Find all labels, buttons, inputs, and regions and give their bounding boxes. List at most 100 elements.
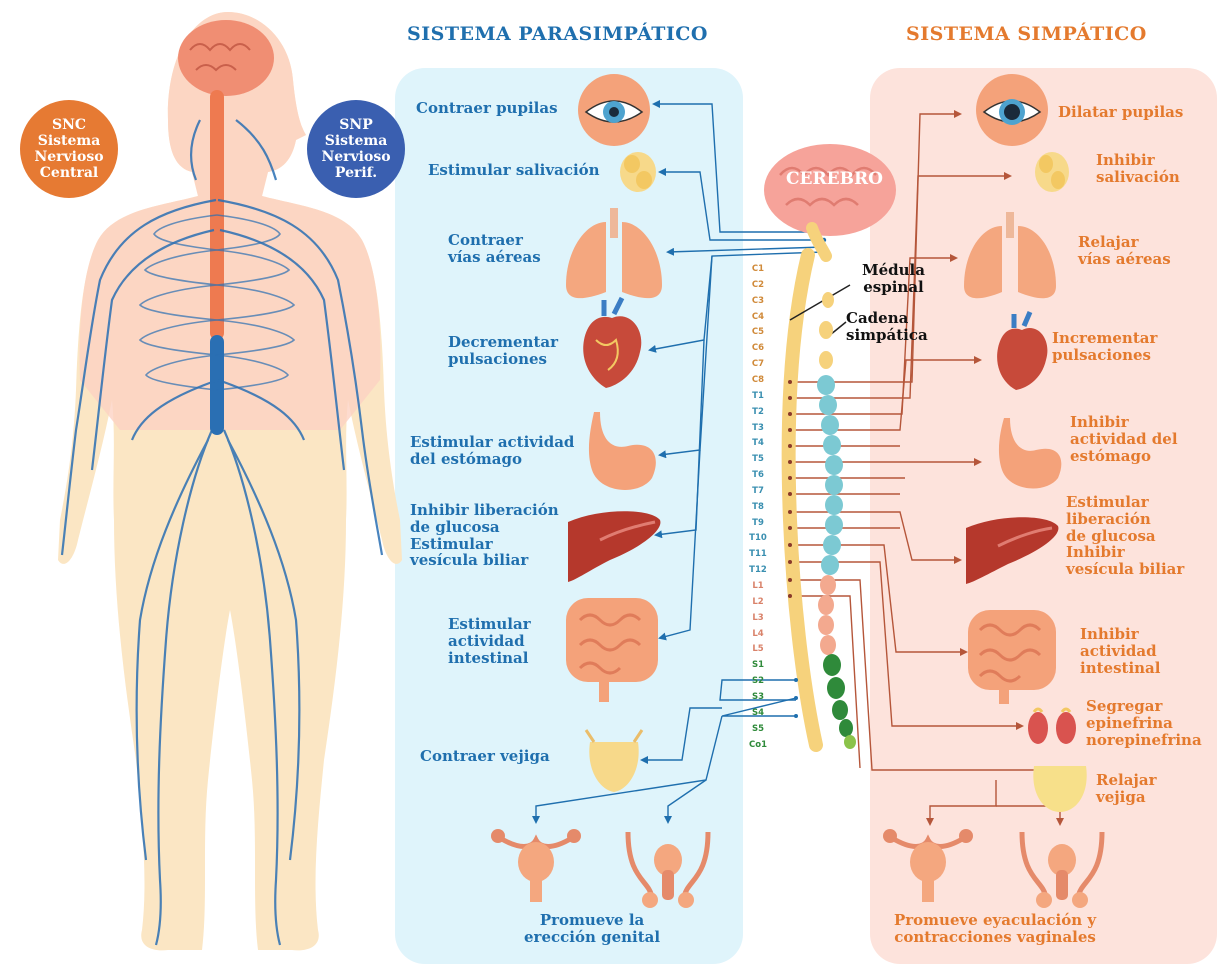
segment-label: T9 <box>748 518 768 528</box>
para-intestine-label: Estimular actividad intestinal <box>448 616 531 666</box>
para-saliva-label: Estimular salivación <box>428 162 600 179</box>
symp-liver-line: liberación <box>1066 511 1184 528</box>
symp-adrenal-line: Segregar <box>1086 698 1202 715</box>
para-liver-label: Inhibir liberación de glucosa Estimular … <box>410 502 559 569</box>
sympathetic-chain-label: Cadena simpática <box>846 310 928 344</box>
spinal-cord-label-line: espinal <box>862 279 925 296</box>
para-stomach-line: Estimular actividad <box>410 434 574 451</box>
sympathetic-chain-label-line: Cadena <box>846 310 928 327</box>
symp-stomach-line: Inhibir <box>1070 414 1178 431</box>
para-liver-line: vesícula biliar <box>410 552 559 569</box>
salivary-gland-icon-sympathetic <box>1035 152 1069 192</box>
para-heart-label: Decrementar pulsaciones <box>448 334 558 368</box>
snp-badge: SNP Sistema Nervioso Perif. <box>307 100 405 198</box>
symp-heart-line: Incrementar <box>1052 330 1157 347</box>
symp-heart-label: Incrementar pulsaciones <box>1052 330 1157 364</box>
symp-genital-line: Promueve eyaculación y <box>894 912 1096 929</box>
symp-stomach-label: Inhibir actividad del estómago <box>1070 414 1178 464</box>
brain-label: CEREBRO <box>786 170 883 189</box>
para-airways-label: Contraer vías aéreas <box>448 232 541 266</box>
snp-badge-line: Perif. <box>321 165 390 181</box>
symp-genital-line: contracciones vaginales <box>894 929 1096 946</box>
sympathetic-chain-ganglia <box>817 292 856 749</box>
snc-badge-line: SNC <box>34 117 103 133</box>
segment-label: T5 <box>748 454 768 464</box>
eye-icon-sympathetic <box>976 74 1048 146</box>
segment-label: L2 <box>748 597 768 607</box>
para-pupils-label: Contraer pupilas <box>416 100 558 117</box>
para-airways-line: Contraer <box>448 232 541 249</box>
segment-label: C1 <box>748 264 768 274</box>
segment-label: T4 <box>748 438 768 448</box>
segment-label: Co1 <box>748 740 768 750</box>
para-intestine-line: intestinal <box>448 650 531 667</box>
symp-saliva-line: salivación <box>1096 169 1180 186</box>
symp-liver-line: de glucosa <box>1066 528 1184 545</box>
para-airways-line: vías aéreas <box>448 249 541 266</box>
segment-label: S2 <box>748 676 768 686</box>
parasympathetic-heading: SISTEMA PARASIMPÁTICO <box>407 24 708 45</box>
segment-label: S3 <box>748 692 768 702</box>
segment-label: C7 <box>748 359 768 369</box>
segment-label: S5 <box>748 724 768 734</box>
segment-label: T1 <box>748 391 768 401</box>
segment-label: T12 <box>748 565 768 575</box>
snp-badge-line: Nervioso <box>321 149 390 165</box>
segment-label: C5 <box>748 327 768 337</box>
para-liver-line: Estimular <box>410 536 559 553</box>
segment-label: T6 <box>748 470 768 480</box>
symp-liver-line: vesícula biliar <box>1066 561 1184 578</box>
eye-icon <box>578 74 650 146</box>
symp-saliva-line: Inhibir <box>1096 152 1180 169</box>
segment-label: C4 <box>748 312 768 322</box>
sympathetic-chain-label-line: simpática <box>846 327 928 344</box>
snc-badge-line: Nervioso <box>34 149 103 165</box>
para-stomach-line: del estómago <box>410 451 574 468</box>
symp-pupils-label: Dilatar pupilas <box>1058 104 1183 121</box>
para-intestine-line: actividad <box>448 633 531 650</box>
symp-liver-label: Estimular liberación de glucosa Inhibir … <box>1066 494 1184 578</box>
segment-label: S1 <box>748 660 768 670</box>
symp-adrenal-label: Segregar epinefrina norepinefrina <box>1086 698 1202 748</box>
sympathetic-heading: SISTEMA SIMPÁTICO <box>906 24 1147 45</box>
symp-intestine-label: Inhibir actividad intestinal <box>1080 626 1160 676</box>
symp-bladder-line: vejiga <box>1096 789 1156 806</box>
spinal-cord-label: Médula espinal <box>862 262 925 296</box>
para-intestine-line: Estimular <box>448 616 531 633</box>
symp-heart-line: pulsaciones <box>1052 347 1157 364</box>
snc-badge-line: Central <box>34 165 103 181</box>
symp-bladder-line: Relajar <box>1096 772 1156 789</box>
para-stomach-label: Estimular actividad del estómago <box>410 434 574 468</box>
segment-label: L3 <box>748 613 768 623</box>
symp-airways-line: Relajar <box>1078 234 1171 251</box>
symp-airways-line: vías aéreas <box>1078 251 1171 268</box>
para-genital-line: Promueve la <box>524 912 660 929</box>
para-genital-line: erección genital <box>524 929 660 946</box>
segment-label: T7 <box>748 486 768 496</box>
segment-label: T3 <box>748 423 768 433</box>
snp-badge-line: SNP <box>321 117 390 133</box>
segment-label: T11 <box>748 549 768 559</box>
symp-genital-label: Promueve eyaculación y contracciones vag… <box>894 912 1096 946</box>
snc-badge-line: Sistema <box>34 133 103 149</box>
symp-liver-line: Estimular <box>1066 494 1184 511</box>
segment-label: T8 <box>748 502 768 512</box>
symp-stomach-line: estómago <box>1070 448 1178 465</box>
symp-adrenal-line: norepinefrina <box>1086 732 1202 749</box>
symp-stomach-line: actividad del <box>1070 431 1178 448</box>
segment-label: C3 <box>748 296 768 306</box>
segment-label: L4 <box>748 629 768 639</box>
segment-label: C6 <box>748 343 768 353</box>
segment-label: L1 <box>748 581 768 591</box>
symp-intestine-line: Inhibir <box>1080 626 1160 643</box>
para-liver-line: de glucosa <box>410 519 559 536</box>
snp-badge-line: Sistema <box>321 133 390 149</box>
para-heart-line: Decrementar <box>448 334 558 351</box>
symp-adrenal-line: epinefrina <box>1086 715 1202 732</box>
symp-saliva-label: Inhibir salivación <box>1096 152 1180 186</box>
symp-airways-label: Relajar vías aéreas <box>1078 234 1171 268</box>
segment-label: C8 <box>748 375 768 385</box>
para-liver-line: Inhibir liberación <box>410 502 559 519</box>
